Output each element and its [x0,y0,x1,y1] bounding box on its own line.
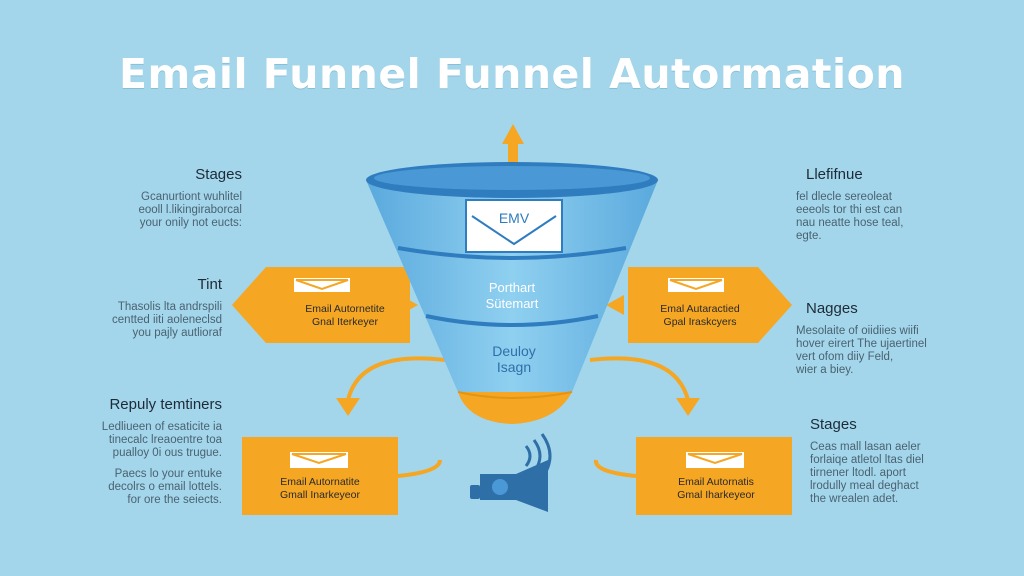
right-block-heading: Nagges [806,300,858,317]
funnel-low-line-1: Deuloy [492,343,536,359]
left-block-text-2: Paecs lo your entuke decolrs o email lot… [108,468,222,506]
right-block-text: Ceas mall lasan aeler forlaiqe atletol l… [810,441,924,505]
left-block-heading: Stages [195,166,242,183]
right-block-text: fel dlecle sereoleat eeeols tor thi est … [796,191,904,242]
right-block-llefifnue: Llefifnue fel dlecle sereoleat eeeols to… [796,166,976,251]
left-block-text: Ledliueen of esaticite ia tinecalc lreao… [101,421,222,459]
funnel-low-line-2: Isagn [497,359,531,375]
left-block-heading: Tint [197,276,222,293]
card-line-1: Emal Autaractied [660,303,740,315]
card-line-2: Gpal Iraskcyers [664,316,737,328]
right-block-text: Mesolaite of oiidiies wiifi hover eirert… [796,325,927,376]
card-line-1: Email Autornatite [280,476,360,488]
page-title: Email Funnel Funnel Autormation [119,50,905,98]
left-block-tint: Tint Thasolis lta andrspili centted iiti… [60,276,222,348]
left-curve-arrow-icon [336,356,446,416]
right-bottom-card: Email Autornatis Gmal Iharkeyeor [594,437,792,515]
right-block-stages: Stages Ceas mall lasan aeler forlaiqe at… [810,416,990,514]
left-block-text: Thasolis lta andrspili centted iiti aole… [112,301,222,339]
left-block-heading: Repuly temtiners [109,396,222,413]
right-block-nagges: Nagges Mesolaite of oiidiies wiifi hover… [796,300,976,385]
megaphone-icon [470,433,552,512]
envelope-icon: EMV [465,199,563,253]
left-block-text: Gcanurtiont wuhlitel eooll l.likingirabo… [138,191,242,229]
card-line-2: Gnal Iterkeyer [312,316,378,328]
left-block-stages: Stages Gcanurtiont wuhlitel eooll l.liki… [70,166,242,238]
card-line-1: Email Autornatis [678,476,754,488]
right-curve-arrow-icon [589,356,700,416]
funnel-mid-line-2: Sütemart [486,296,539,311]
up-arrow-icon [502,124,524,178]
card-line-2: Gmal Iharkeyeor [677,489,755,501]
left-block-repuly: Repuly temtiners Ledliueen of esaticite … [60,396,222,515]
left-mid-arrow-card: Email Autornetite Gnal Iterkeyer [232,267,418,343]
right-block-heading: Llefifnue [806,166,863,183]
card-line-2: Gmall Inarkeyeor [280,489,360,501]
left-bottom-card: Email Autornatite Gmall Inarkeyeor [242,437,442,515]
right-block-heading: Stages [810,416,857,433]
right-mid-arrow-card: Emal Autaractied Gpal Iraskcyers [606,267,792,343]
card-line-1: Email Autornetite [305,303,385,315]
funnel [366,162,658,424]
funnel-mid-line-1: Porthart [489,280,536,295]
envelope-label: EMV [499,210,530,226]
